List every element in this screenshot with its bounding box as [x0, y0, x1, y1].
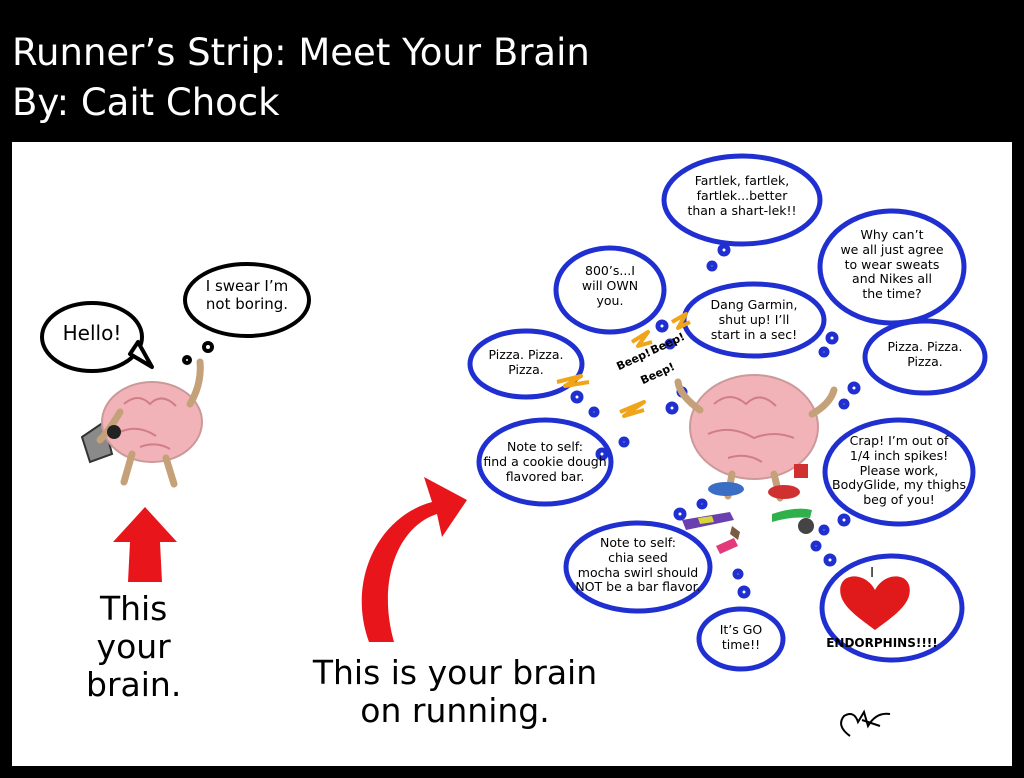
panel-artwork [40, 153, 988, 737]
thought-sweats: Why can’t we all just agree to wear swea… [840, 227, 944, 301]
thought-love-i: I [870, 566, 874, 581]
left-caption: This your brain. [86, 589, 182, 704]
heart-icon [840, 576, 910, 630]
thought-pizza-left: Pizza. Pizza. Pizza. [488, 347, 564, 377]
signature [840, 709, 891, 737]
comic-byline: By: Cait Chock [12, 81, 280, 124]
small-brain-figure [80, 358, 204, 488]
thought-cookie: Note to self: find a cookie dough flavor… [483, 439, 607, 484]
thought-pizza-right: Pizza. Pizza. Pizza. [887, 339, 963, 369]
hello-speech-text: Hello! [62, 321, 122, 345]
curved-arrow [361, 477, 467, 642]
running-brain-figure [674, 374, 838, 502]
right-caption: This is your brain on running. [312, 653, 598, 730]
hello-speech-bubble [40, 301, 154, 373]
not-boring-thought-text: I swear I’m not boring. [205, 277, 289, 313]
thought-chia: Note to self: chia seed mocha swirl shou… [575, 535, 701, 595]
comic-title: Runner’s Strip: Meet Your Brain [12, 31, 590, 74]
thought-go-time: It’s GO time!! [719, 622, 763, 652]
beep-zigzags [556, 312, 691, 418]
thought-endorphins: ENDORPHINS!!!! [826, 636, 938, 650]
thought-800s: 800’s...I will OWN you. [581, 263, 639, 308]
not-boring-thought-cloud [182, 262, 311, 365]
up-arrow [113, 507, 177, 582]
thought-garmin: Dang Garmin, shut up! I’ll start in a se… [710, 297, 798, 342]
thought-spikes: Crap! I’m out of 1/4 inch spikes! Please… [832, 433, 966, 507]
scattered-running-gear [682, 508, 814, 554]
thought-fartlek: Fartlek, fartlek, fartlek...better than … [687, 173, 797, 218]
comic-panel: Hello! I swear I’m not boring. This your… [12, 142, 1012, 766]
